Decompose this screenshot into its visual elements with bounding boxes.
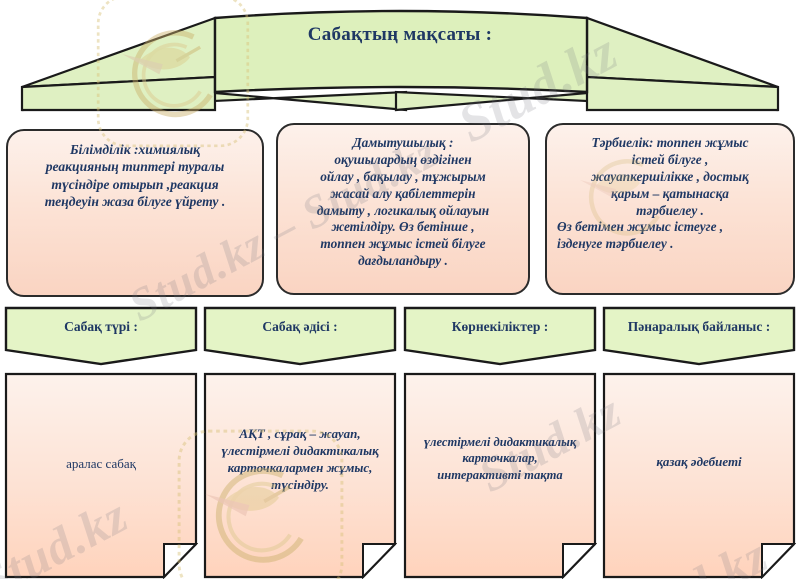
page-title: Сабақтың мақсаты : [307, 24, 493, 45]
card-content: үлестірмелі дидактикалық карточкалар, ин… [411, 434, 589, 483]
folded-corner-card-shape [602, 372, 796, 579]
aim-line: қарым – қатынасқа [611, 185, 729, 201]
card-content: АҚТ , сұрақ – жауап, үлестірмелі дидакти… [211, 426, 389, 494]
category-banner-sabaq-turi: Сабақ түрі : [4, 306, 198, 368]
content-card-kornekilikter: үлестірмелі дидактикалық карточкалар, ин… [403, 372, 597, 579]
category-banner-kornekilikter: Көрнекіліктер : [403, 306, 597, 368]
folded-corner-card-shape [403, 372, 597, 579]
aim-line: ізденуге тәрбиелеу . [557, 236, 674, 252]
category-label: Пәнаралық байланыс : [627, 319, 771, 334]
category-label: Сабақ әдісі : [262, 319, 338, 334]
pentagon-banner-shape [4, 306, 198, 366]
card-content: аралас сабақ [12, 456, 190, 473]
aim-box-tarbielik: Тәрбиелік: топпен жұмыс істей білуге , ж… [545, 123, 795, 295]
content-card-sabaq-turi: аралас сабақ [4, 372, 198, 579]
aim-box-damytushylyq: Дамытушылық : оқушылардың өздігінен ойла… [276, 123, 530, 295]
aim-line: реакцияның типтері туралы [45, 159, 225, 175]
card-line: АҚТ , сұрақ – жауап, [239, 426, 361, 441]
aim-line: жетілдіру. Өз бетінше , [331, 219, 475, 235]
category-banners-row: Сабақ түрі : Сабақ әдісі : Көрнекіліктер… [0, 306, 800, 368]
category-label: Сабақ түрі : [64, 319, 138, 334]
card-line: түсіндіру. [271, 476, 329, 492]
pentagon-banner-shape [203, 306, 397, 366]
aim-line: Өз бетімен жұмыс істеуге , [557, 219, 724, 235]
card-line: карточкалармен жұмыс, [227, 459, 373, 475]
card-line: қазақ әдебиеті [656, 454, 742, 469]
lesson-aims-row: Білімділік :химиялық реакцияның типтері … [0, 123, 800, 298]
aim-line: Білімділік :химиялық [69, 142, 201, 157]
folded-corner-card-shape [4, 372, 198, 579]
aim-line: жауапкершілікке , достық [591, 168, 749, 184]
aim-line: түсіндіре отырып ,реакция [51, 176, 219, 192]
aim-line: Тәрбиелік: топпен жұмыс [591, 135, 749, 150]
folded-corner-card-shape [203, 372, 397, 579]
aim-line: жасай алу қабілеттерін [330, 185, 476, 201]
card-line: үлестірмелі дидактикалық [423, 435, 577, 449]
aim-line: оқушылардың өздігінен [334, 151, 472, 167]
category-banner-sabaq-adisi: Сабақ әдісі : [203, 306, 397, 368]
lesson-aim-ribbon: Сабақтың мақсаты : [0, 0, 800, 118]
card-content: қазақ әдебиеті [610, 454, 788, 471]
aim-line: дағдыландыру . [358, 253, 448, 269]
aim-line: топпен жұмыс істей білуге [320, 236, 486, 252]
aim-line: Дамытушылық : [352, 135, 454, 150]
category-label: Көрнекіліктер : [451, 319, 549, 334]
aim-line: дамыту , логикалық ойлауын [316, 202, 490, 218]
card-line: аралас сабақ [66, 456, 136, 471]
ribbon-shape [20, 9, 780, 112]
card-line: үлестірмелі дидактикалық [221, 442, 379, 458]
aim-line: теңдеуін жаза білуге үйрету . [44, 193, 226, 209]
card-line: карточкалар, [462, 451, 538, 466]
card-line: интерактивті тақта [437, 467, 563, 482]
aim-box-bilimdilik: Білімділік :химиялық реакцияның типтері … [6, 129, 264, 297]
category-banner-panaralyq-bailanys: Пәнаралық байланыс : [602, 306, 796, 368]
pentagon-banner-shape [403, 306, 597, 366]
pentagon-banner-shape [602, 306, 796, 366]
content-cards-row: аралас сабақ АҚТ , сұрақ – жауап, үлесті… [0, 372, 800, 579]
content-card-sabaq-adisi: АҚТ , сұрақ – жауап, үлестірмелі дидакти… [203, 372, 397, 579]
content-card-panaralyq-bailanys: қазақ әдебиеті [602, 372, 796, 579]
aim-line: тәрбиелеу . [636, 202, 704, 218]
aim-line: ойлау , бақылау , тұжырым [320, 168, 486, 184]
aim-line: істей білуге , [631, 151, 709, 167]
